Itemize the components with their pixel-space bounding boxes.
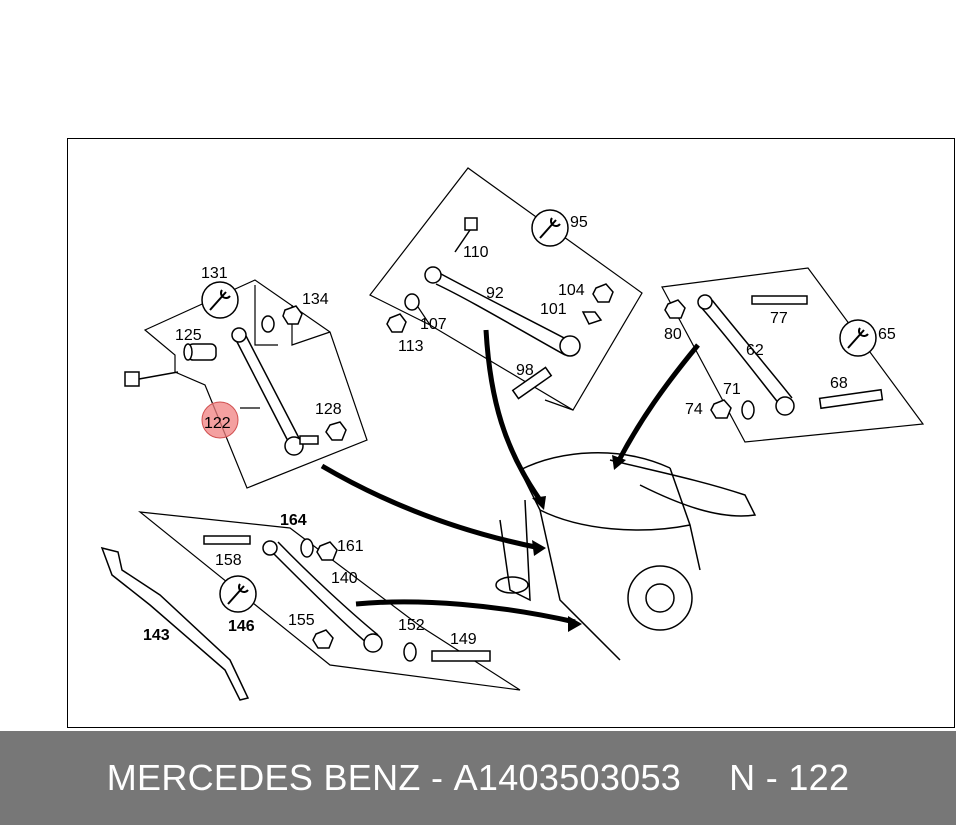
brand-name: MERCEDES BENZ [106, 757, 421, 798]
callout-158: 158 [215, 552, 242, 569]
callout-labels: 131 134 125 122 128 110 95 92 104 101 10… [143, 214, 896, 648]
callout-146: 146 [228, 618, 255, 635]
wrench-icon [219, 575, 257, 613]
callout-134: 134 [302, 291, 329, 308]
callout-161: 161 [337, 538, 364, 555]
callout-131: 131 [201, 265, 228, 282]
wrench-icon [839, 319, 877, 357]
callout-122: 122 [204, 415, 231, 432]
callout-152: 152 [398, 617, 425, 634]
callout-149: 149 [450, 631, 477, 648]
pointer-arrows [320, 329, 700, 625]
bolt-110-icon [454, 217, 478, 253]
part-143-protective-strip[interactable] [100, 546, 250, 701]
callout-77: 77 [770, 310, 788, 327]
hardware-icons [203, 535, 491, 662]
part-62-control-arm[interactable] [697, 294, 795, 416]
callout-155: 155 [288, 612, 315, 629]
callout-125: 125 [175, 327, 202, 344]
group-outline-140 [138, 511, 521, 691]
part-122-link-rod[interactable] [231, 327, 319, 456]
callout-80: 80 [664, 326, 682, 343]
wrench-icon [531, 209, 569, 247]
callout-95: 95 [570, 214, 588, 231]
callout-110: 110 [463, 244, 489, 261]
callout-107: 107 [420, 316, 447, 333]
part-125-bushing[interactable] [183, 343, 217, 361]
part-140-control-arm[interactable] [262, 540, 383, 653]
bolt-icon [124, 371, 179, 387]
footer-separator: - [430, 757, 444, 798]
hardware-icons [664, 295, 884, 420]
callout-164: 164 [280, 512, 307, 529]
callout-143: 143 [143, 627, 170, 644]
axle-carrier-assembly [495, 452, 757, 661]
diagram-reference: N - 122 [729, 757, 850, 798]
group-outline-92 [369, 167, 643, 411]
arrowheads [532, 455, 626, 632]
callout-92: 92 [486, 285, 504, 302]
callout-128: 128 [315, 401, 342, 418]
callout-113: 113 [398, 338, 424, 355]
callout-68: 68 [830, 375, 848, 392]
nut-icons [386, 283, 614, 400]
part-number: A1403503053 [453, 757, 682, 798]
callout-65: 65 [878, 326, 896, 343]
group-outline-122 [143, 279, 368, 489]
callout-104: 104 [558, 282, 585, 299]
callout-71: 71 [723, 381, 741, 398]
callout-140: 140 [331, 570, 358, 587]
footer-bar: MERCEDES BENZ - A1403503053 N - 122 [0, 731, 956, 825]
nut-128-icon [261, 305, 347, 441]
group-outline-62 [661, 267, 925, 443]
callout-101: 101 [540, 301, 567, 318]
washer-icon [261, 315, 275, 333]
highlight-marker-122[interactable] [201, 401, 239, 439]
callout-62: 62 [746, 342, 764, 359]
part-92-control-arm[interactable] [424, 266, 581, 357]
wrench-icon [201, 281, 239, 319]
nut-134-icon [282, 305, 303, 325]
callout-74: 74 [685, 401, 703, 418]
callout-98: 98 [516, 362, 534, 379]
